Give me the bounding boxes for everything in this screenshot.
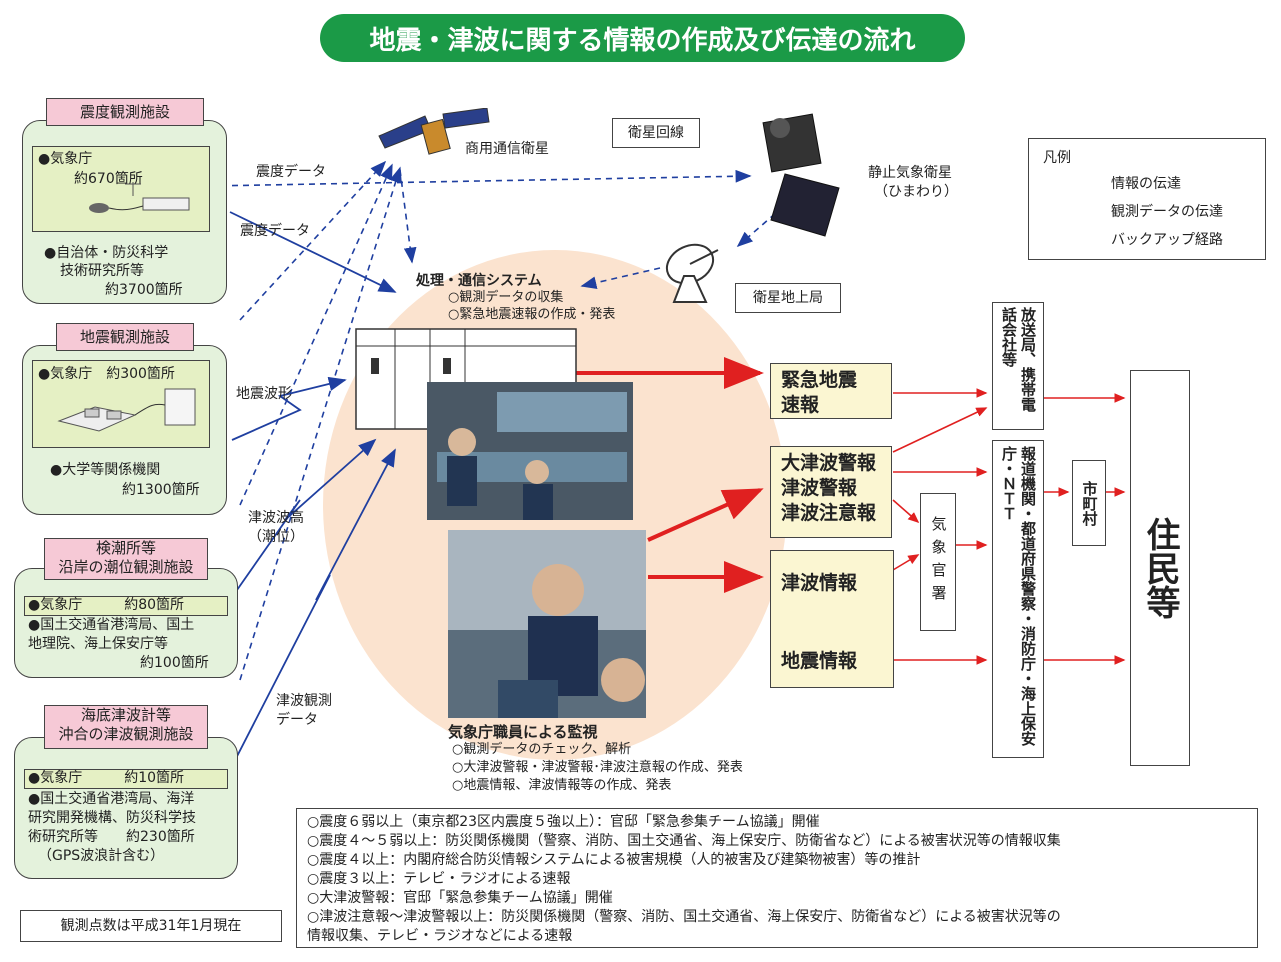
system-heading: 処理・通信システム xyxy=(416,273,542,289)
tsunami-warning-box: 大津波警報 津波警報 津波注意報 xyxy=(770,446,892,538)
warn-line-1: 大津波警報 xyxy=(781,452,877,474)
jishin-facility-tag: 地震観測施設 xyxy=(56,323,194,351)
system-item-2: ○緊急地震速報の作成・発表 xyxy=(448,307,616,322)
jishin-other-label: ●大学等関係機関 xyxy=(50,462,161,478)
agencies-label: 報道機関・都道府県警察・消防庁・海上保安庁・ＮＴＴ xyxy=(1000,446,1037,746)
seismometer-icon xyxy=(89,182,190,213)
shindo-jma-label: ●気象庁 xyxy=(38,151,93,167)
jishin-jma-label: ●気象庁 約300箇所 xyxy=(38,366,175,382)
kencho-other-count: 約100箇所 xyxy=(140,655,209,671)
note-6: ○津波注意報～津波警報以上：防災関係機関（警察、消防、国土交通省、海上保安庁、防… xyxy=(307,909,1061,925)
quake-info-label: 地震情報 xyxy=(781,650,858,672)
local-met-label: 気象官署 xyxy=(929,516,948,608)
legend-dashed-label: バックアップ経路 xyxy=(1111,232,1223,248)
notes-box: ○震度６弱以上（東京都23区内震度５強以上）：官邸「緊急参集チーム協議」開催 ○… xyxy=(296,808,1258,948)
warn-line-3: 津波注意報 xyxy=(781,502,877,524)
satellite-dish-icon xyxy=(665,243,719,303)
shindo-facility-tag: 震度観測施設 xyxy=(46,98,204,126)
kencho-facility-panel xyxy=(14,568,238,678)
monitoring-item-1: ○観測データのチェック、解析 xyxy=(452,742,632,757)
note-2: ○震度４～５弱以上：防災関係機関（警察、消防、国土交通省、海上保安庁、防衛省など… xyxy=(307,833,1061,849)
info-box: 津波情報 地震情報 xyxy=(770,550,894,688)
warn-line-2: 津波警報 xyxy=(781,477,858,499)
note-3: ○震度４以上：内閣府総合防災情報システムによる被害規模（人的被害及び建築物被害）… xyxy=(307,852,921,868)
himawari-label: 静止気象衛星 xyxy=(868,165,952,181)
residents-box: 住民等 xyxy=(1130,370,1190,766)
kaitei-tag-line1: 海底津波計等 xyxy=(80,706,171,724)
shindo-other-label: ●自治体・防災科学 xyxy=(44,245,169,261)
legend-blue-label: 観測データの伝達 xyxy=(1111,204,1223,220)
seismograph-icon xyxy=(57,388,196,432)
tsunami-height-label: 津波波高 xyxy=(248,510,304,526)
residents-label: 住民等 xyxy=(1140,517,1180,619)
kaitei-other-label: ●国土交通省港湾局、海洋 xyxy=(28,791,195,807)
kaitei-tag-line2: 沖合の津波観測施設 xyxy=(58,725,194,743)
kaitei-other-note: （GPS波浪計含む） xyxy=(38,848,165,864)
kencho-facility-tag: 検潮所等 沿岸の潮位観測施設 xyxy=(44,538,208,580)
commercial-satellite-icon xyxy=(378,108,490,155)
commercial-satellite-label: 商用通信衛星 xyxy=(465,141,549,157)
jishin-other-count: 約1300箇所 xyxy=(122,482,200,498)
note-1: ○震度６弱以上（東京都23区内震度５強以上）：官邸「緊急参集チーム協議」開催 xyxy=(307,814,820,830)
shindo-data-label-2: 震度データ xyxy=(240,223,310,239)
kaitei-jma-label: ●気象庁 約10箇所 xyxy=(28,770,185,786)
eew-line-1: 緊急地震 xyxy=(781,369,858,391)
note-7: 情報収集、テレビ・ラジオなどによる速報 xyxy=(307,928,573,944)
agencies-box: 報道機関・都道府県警察・消防庁・海上保安庁・ＮＴＴ xyxy=(992,440,1044,758)
kencho-jma-label: ●気象庁 約80箇所 xyxy=(28,597,185,613)
system-item-1: ○観測データの収集 xyxy=(448,290,564,305)
staff-photo xyxy=(448,530,646,718)
kencho-other-sub: 地理院、海上保安庁等 xyxy=(28,636,168,652)
eew-box: 緊急地震 速報 xyxy=(770,363,892,419)
municipality-box: 市町村 xyxy=(1072,460,1106,546)
jishin-wave-line xyxy=(231,376,347,441)
legend-red-label: 情報の伝達 xyxy=(1111,176,1181,192)
ground-station-box: 衛星地上局 xyxy=(735,283,841,313)
tsunami-info-label: 津波情報 xyxy=(781,572,858,594)
monitoring-item-3: ○地震情報、津波情報等の作成、発表 xyxy=(452,778,672,793)
legend-title: 凡例 xyxy=(1043,150,1071,166)
shindo-other-count: 約3700箇所 xyxy=(105,282,183,298)
kaitei-other-sub1: 研究開発機構、防災科学技 xyxy=(28,810,196,826)
monitoring-heading: 気象庁職員による監視 xyxy=(448,723,598,741)
local-met-box: 気象官署 xyxy=(920,493,956,631)
himawari-satellite-icon xyxy=(762,113,840,237)
kaitei-facility-tag: 海底津波計等 沖合の津波観測施設 xyxy=(44,705,208,749)
broadcast-label: 放送局、携帯電話会社等 xyxy=(1000,307,1037,412)
note-5: ○大津波警報：官邸「緊急参集チーム協議」開催 xyxy=(307,890,613,906)
footnote: 観測点数は平成31年1月現在 xyxy=(20,910,282,942)
shindo-data-label-1: 震度データ xyxy=(256,164,326,180)
municipality-label: 市町村 xyxy=(1080,480,1099,526)
kencho-other-label: ●国土交通省港湾局、国土 xyxy=(28,617,195,633)
tsunami-obs-sub: データ xyxy=(276,712,318,728)
shindo-data-line xyxy=(229,211,397,293)
kencho-tag-line2: 沿岸の潮位観測施設 xyxy=(58,558,194,576)
shindo-other-sub: 技術研究所等 xyxy=(60,263,144,279)
page-title: 地震・津波に関する情報の作成及び伝達の流れ xyxy=(320,14,965,62)
himawari-sub: （ひまわり） xyxy=(874,184,958,200)
monitoring-item-2: ○大津波警報・津波警報･津波注意報の作成、発表 xyxy=(452,760,743,775)
note-4: ○震度３以上：テレビ・ラジオによる速報 xyxy=(307,871,571,887)
kencho-jma-box xyxy=(24,596,228,616)
tsunami-obs-label: 津波観測 xyxy=(276,693,332,709)
jishin-wave-label: 地震波形 xyxy=(236,386,292,402)
satellite-line-box: 衛星回線 xyxy=(612,118,700,148)
legend: 凡例 情報の伝達 観測データの伝達 バックアップ経路 xyxy=(1028,138,1266,260)
tsunami-height-sub: （潮位） xyxy=(248,529,304,545)
control-room-photo xyxy=(427,382,633,520)
broadcast-box: 放送局、携帯電話会社等 xyxy=(992,302,1044,430)
kaitei-jma-box xyxy=(24,769,228,789)
eew-line-2: 速報 xyxy=(781,394,820,416)
shindo-jma-count: 約670箇所 xyxy=(74,171,143,187)
tsunami-obs-line xyxy=(229,448,396,771)
shindo-jma-box xyxy=(32,146,210,232)
kaitei-other-sub2: 術研究所等 約230箇所 xyxy=(28,829,195,845)
kaitei-facility-panel xyxy=(14,737,238,879)
kencho-tag-line1: 検潮所等 xyxy=(95,539,156,557)
